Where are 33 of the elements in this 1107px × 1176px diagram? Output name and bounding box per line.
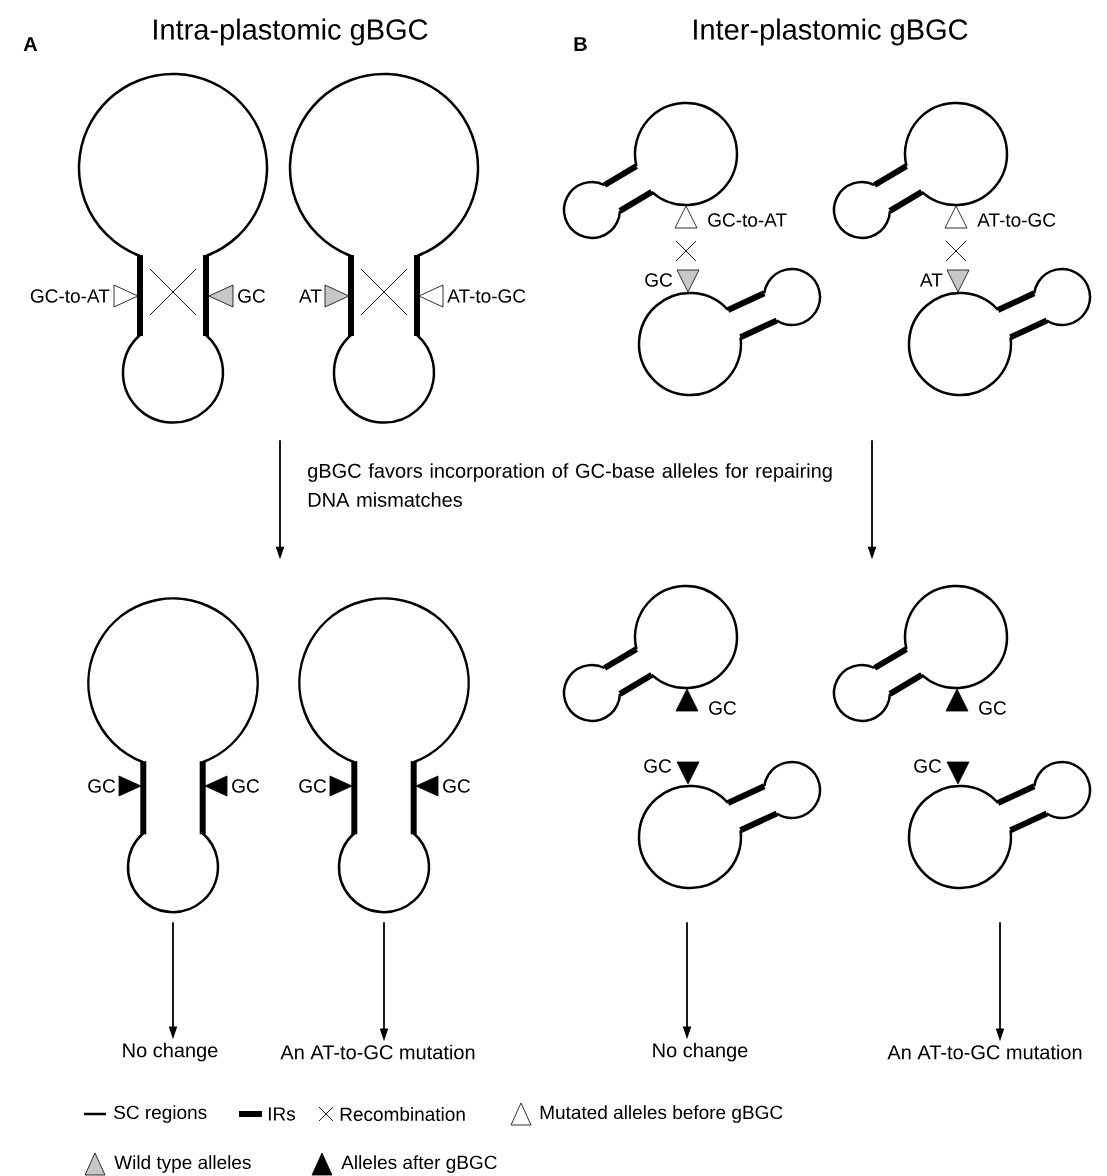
allele-label: GC: [238, 289, 265, 303]
panel-letter: A: [23, 37, 38, 51]
allele-label: GC: [979, 701, 1006, 715]
allele-label: GC: [443, 779, 470, 793]
allele-label: GC: [299, 779, 327, 793]
process-note: gBGC favors incorporation of GC-base alleles for repairing DNA mismatches: [308, 463, 832, 507]
legend-label: Alleles after gBGC: [341, 1155, 497, 1173]
legend-label: SC regions: [114, 1105, 207, 1123]
allele-label: GC: [88, 779, 116, 793]
allele-label: AT-to-GC: [977, 213, 1056, 227]
legend-label: Recombination: [340, 1107, 465, 1121]
outcome-label: An AT-to-GC mutation: [280, 1044, 475, 1060]
allele-label: AT-to-GC: [447, 289, 526, 303]
allele-label: AT: [919, 273, 943, 287]
plastome-drawing: [562, 584, 1092, 890]
allele-label: AT: [298, 289, 322, 303]
allele-label: GC: [709, 701, 736, 715]
panel-letter: B: [574, 37, 587, 51]
allele-label: GC-to-AT: [30, 289, 110, 303]
outcome-label: No change: [123, 1042, 218, 1062]
allele-label: GC: [644, 759, 672, 773]
legend-label: Wild type alleles: [114, 1155, 251, 1173]
allele-label: GC: [914, 759, 942, 773]
allele-label: GC: [232, 779, 259, 793]
outcome-label: An AT-to-GC mutation: [887, 1044, 1082, 1060]
panel-title: Inter-plastomic gBGC: [694, 18, 968, 46]
legend-label: IRs: [268, 1107, 295, 1121]
allele-label: GC: [645, 273, 673, 287]
outcome-label: No change: [653, 1042, 748, 1062]
legend-label: Mutated alleles before gBGC: [540, 1105, 783, 1123]
allele-label: GC-to-AT: [708, 213, 787, 227]
plastome-drawing: [562, 101, 1092, 397]
plastome-drawing: [87, 597, 470, 914]
